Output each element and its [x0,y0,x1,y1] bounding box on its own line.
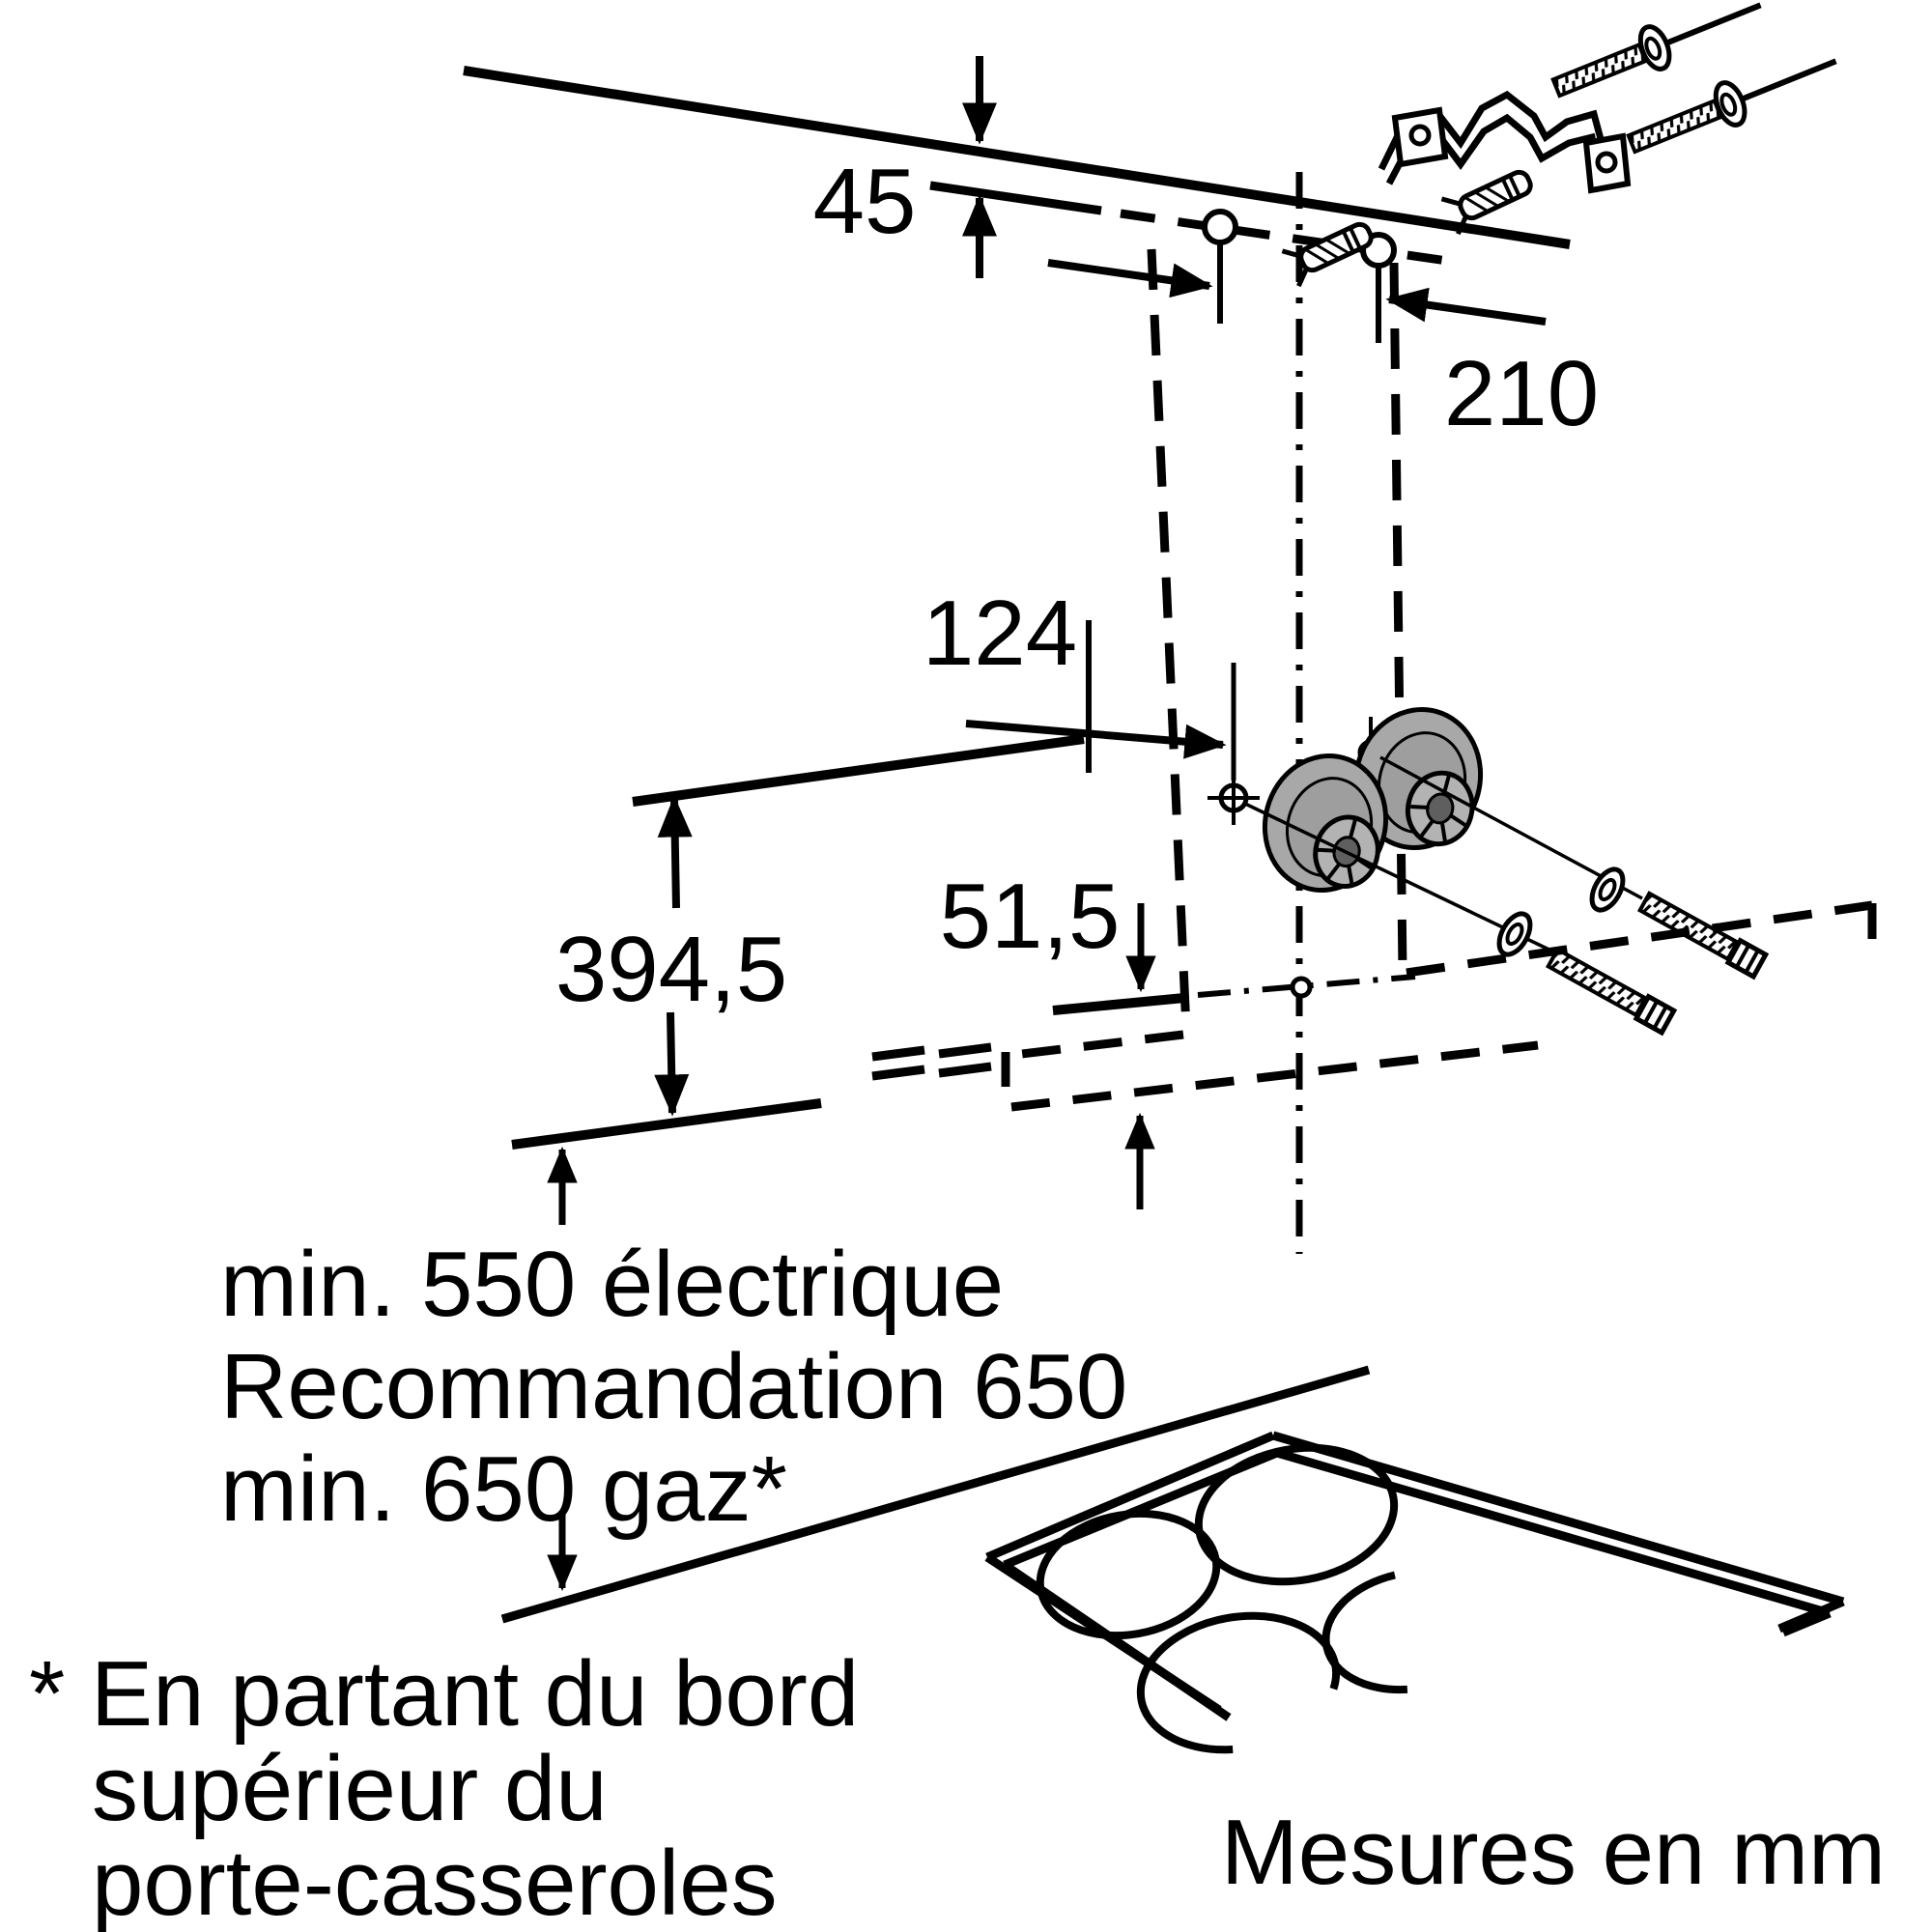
bracket-block-right [1582,132,1632,194]
bottom-bracket-solid-line [1052,993,1185,1015]
washer-left [1496,911,1533,957]
hood-top-reference-line [632,734,1085,807]
dim-394-5: 394,5 [555,795,787,1117]
worktop-edge-line [500,1365,1371,1624]
hood-bottom-outline [871,900,1877,1112]
burner-front-right [1321,1571,1408,1694]
burner-back-right [1194,1443,1399,1586]
bracket-hole-right [1595,151,1618,174]
cooktop-edge-right-inner-stub [1781,1608,1832,1637]
wall-anchor-left [1281,221,1374,288]
footnote-line-2: supérieur du [92,1737,608,1840]
bracket-hole-left [1408,124,1432,147]
bottom-dashed-upper-left [1005,1030,1184,1061]
chimney-right-dashed-line [1389,262,1407,973]
dim-45-label: 45 [813,150,917,253]
clearance-text-electric: min. 550 électrique [220,1233,1004,1336]
screw-axis-line [1665,2,1762,46]
dim-394-5-arrow-down [654,1011,690,1117]
dim-210-arrow-right [1385,287,1547,326]
chimney-left-dashed-line [1147,248,1191,1031]
dim-45: 45 [813,56,998,278]
cooktop-edge-topleft-outer [985,1431,1275,1562]
chimney-outline [1147,172,1407,1254]
dim-210-label: 210 [1444,342,1599,445]
bracket-block-left [1391,106,1449,168]
clearance-text-recommendation: Recommandation 650 [220,1335,1127,1438]
dim-394-5-arrow-up [657,795,693,909]
units-note: Mesures en mm [1221,1801,1886,1904]
cooktop [500,1365,1845,1754]
dim-210-arrow-left [1047,259,1213,298]
clearance-dimension: min. 550 électrique Recommandation 650 m… [220,1146,1127,1592]
drill-line-solid [929,181,1102,215]
equal-mark-2b [938,1062,992,1078]
equal-mark-1b [871,1065,925,1081]
washer-right [1589,867,1626,913]
dim-394-5-label: 394,5 [555,918,787,1021]
dim-210: 210 [1047,259,1599,445]
footnote-line-1: * En partant du bord [29,1642,859,1746]
bottom-dashed-upper-right [1406,900,1873,978]
wall-anchor-right [1440,169,1533,236]
mounting-bracket [1378,90,1632,194]
dim-51-5: 51,5 [940,865,1156,1209]
footnote: * En partant du bord supérieur du porte-… [29,1642,859,1932]
cooktop-edge-right-outer-stub [1777,1597,1845,1634]
pan-head-screw-top [1550,2,1762,99]
bottom-dashed-lower [1010,1040,1539,1112]
hood-bottom-reference-line [511,1098,822,1150]
bottom-center-hole [1290,976,1313,999]
assembly-axis-line-upper [1379,755,1643,900]
dim-51-5-label: 51,5 [940,865,1121,968]
equal-mark-1a [871,1045,925,1062]
dim-124: 124 [923,582,1236,781]
footnote-line-3: porte-casseroles [92,1832,778,1932]
dim-124-arrow [965,720,1227,759]
hex-screw-left [1545,947,1678,1037]
cooktop-edge-topright-inner [1275,1448,1832,1618]
clearance-text-gas: min. 650 gaz* [220,1437,787,1541]
dim-124-label: 124 [923,582,1077,685]
equal-mark-2a [938,1042,992,1059]
wall-top-edge-line [463,66,1571,249]
mounting-hole-top-left [1202,209,1238,245]
screw-axis-line [1741,58,1837,102]
pan-head-screw-bottom [1626,58,1837,155]
